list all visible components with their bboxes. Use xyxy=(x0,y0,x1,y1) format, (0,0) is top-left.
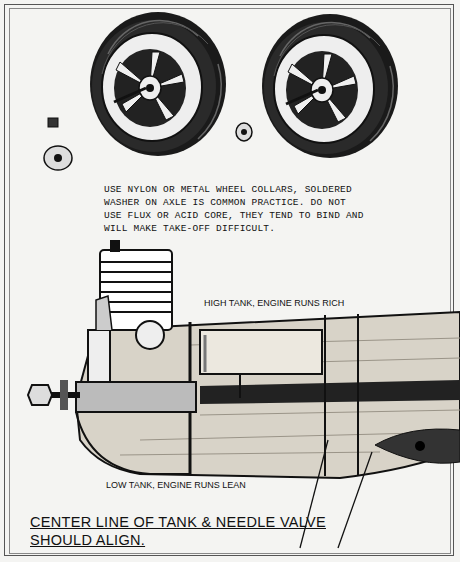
tank-label: LOW TANK, ENGINE RUNS LEAN xyxy=(104,480,248,491)
engine xyxy=(100,262,172,312)
fuselage xyxy=(239,374,241,398)
caption-note: CENTER LINE OF TANK & NEEDLE VALVE SHOUL… xyxy=(30,513,330,549)
fuselage xyxy=(200,330,322,374)
engine xyxy=(96,296,112,330)
instruction-note: USE NYLON OR METAL WHEEL COLLARS, SOLDER… xyxy=(104,183,366,235)
engine xyxy=(28,240,196,474)
wheel-collars xyxy=(236,123,252,141)
wheel-collars xyxy=(48,118,58,127)
fuselage xyxy=(415,441,425,451)
engine xyxy=(110,240,120,252)
wheels xyxy=(262,14,398,158)
fuselage xyxy=(76,312,460,478)
wheels xyxy=(90,12,398,158)
leader-lines xyxy=(300,440,372,548)
fuselage xyxy=(375,429,460,463)
fuselage xyxy=(76,312,460,478)
wheel-collars xyxy=(54,154,62,162)
engine xyxy=(76,382,196,412)
leader-lines xyxy=(300,440,328,548)
leader-lines xyxy=(338,452,372,548)
wheels xyxy=(90,12,226,156)
engine xyxy=(28,385,52,405)
engine xyxy=(76,412,190,474)
tank-label: HIGH TANK, ENGINE RUNS RICH xyxy=(202,298,346,309)
wheel-collars xyxy=(44,118,252,170)
wheel-collars xyxy=(44,146,72,170)
fuselage xyxy=(204,335,207,372)
wheel-collars xyxy=(241,129,247,135)
fuselage xyxy=(325,314,358,476)
engine xyxy=(136,321,164,349)
engine xyxy=(60,380,68,410)
